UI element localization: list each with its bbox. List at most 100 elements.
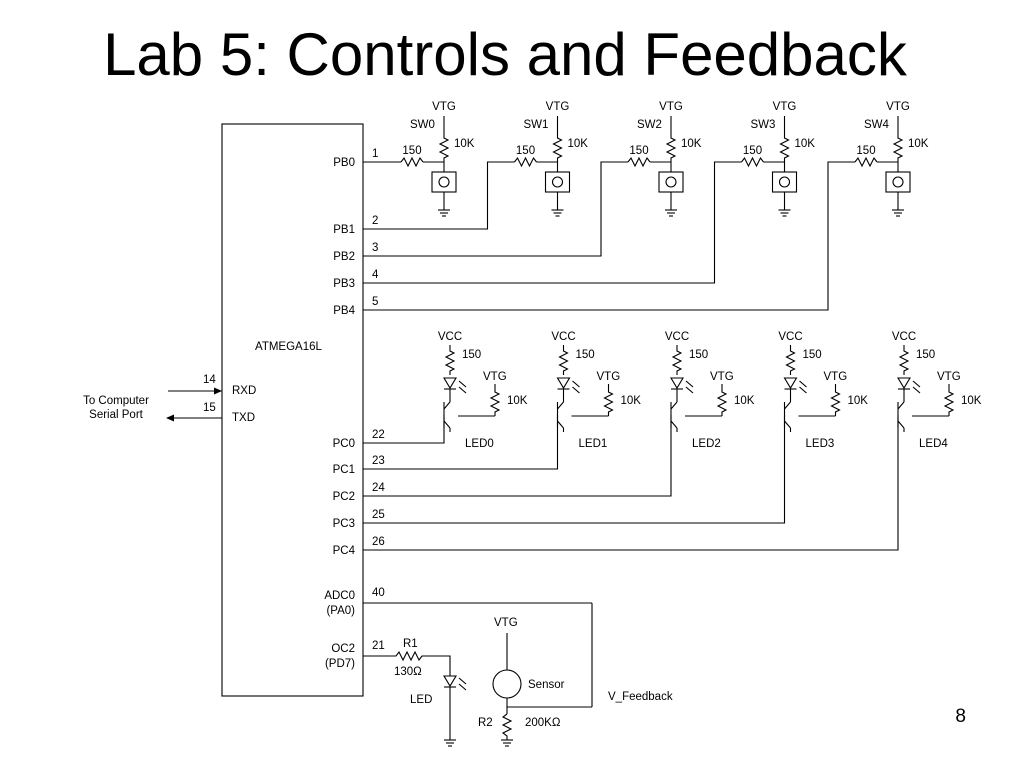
pullup-label: 10K xyxy=(795,138,816,150)
pullup-resistor xyxy=(438,134,450,162)
led-vtg-label: VTG xyxy=(937,371,961,383)
mcu-name: ATMEGA16L xyxy=(255,341,322,353)
led-resistor xyxy=(444,347,456,375)
transistor-emitter xyxy=(443,420,451,429)
led-emission-arrow xyxy=(799,380,807,388)
switch-vtg-label: VTG xyxy=(432,101,456,113)
rxd-number: 14 xyxy=(203,374,216,386)
r2-name: R2 xyxy=(478,717,493,729)
led-to-port-wire xyxy=(363,415,559,470)
base-resistor xyxy=(830,388,841,416)
base-resistor-label: 10K xyxy=(621,395,642,407)
led-vtg-label: VTG xyxy=(597,371,621,383)
switch-name: SW2 xyxy=(637,119,662,131)
series-resistor-label: 150 xyxy=(629,145,648,157)
switch-vtg-label: VTG xyxy=(546,101,570,113)
pullup-resistor xyxy=(665,134,677,162)
series-resistor xyxy=(627,156,651,168)
switch-to-port-wire xyxy=(363,161,855,311)
pullup-resistor xyxy=(552,134,563,162)
led-emission-arrow xyxy=(572,380,580,388)
adc-pin-number: 40 xyxy=(372,587,385,599)
led-emission-arrow xyxy=(572,386,580,394)
r1-value: 130Ω xyxy=(394,666,422,678)
transistor-emitter xyxy=(670,420,678,429)
port-b-pin-label: PB2 xyxy=(333,251,355,263)
feedback-led-label: LED xyxy=(410,694,432,706)
page-number: 8 xyxy=(955,706,966,727)
switch-vtg-label: VTG xyxy=(773,101,797,113)
port-c-pin-label: PC2 xyxy=(333,491,355,503)
port-b-pin-label: PB3 xyxy=(333,278,355,290)
port-c-pin-number: 23 xyxy=(372,455,385,467)
port-c-pin-label: PC1 xyxy=(333,464,355,476)
pushbutton xyxy=(771,171,798,193)
led-resistor-label: 150 xyxy=(462,349,481,361)
base-resistor xyxy=(716,388,728,416)
port-b-pin-number: 3 xyxy=(372,242,378,254)
led-emission-arrow xyxy=(458,380,467,388)
pushbutton xyxy=(885,171,911,193)
port-c-pin-number: 22 xyxy=(372,429,385,441)
transistor-collector xyxy=(897,401,905,410)
port-b-pin-label: PB0 xyxy=(333,157,355,169)
pushbutton-cap xyxy=(665,176,677,188)
transistor-emitter xyxy=(897,420,905,429)
led-vcc-label: VCC xyxy=(438,331,462,343)
port-b-pin-label: PB4 xyxy=(333,305,355,317)
txd-label: TXD xyxy=(232,412,255,424)
led-emission-arrow xyxy=(799,386,807,394)
led-emission-arrow xyxy=(685,380,694,388)
series-resistor-label: 150 xyxy=(856,145,875,157)
pullup-label: 10K xyxy=(568,138,589,150)
led-emission-arrow xyxy=(912,380,921,388)
adc-pin-label: ADC0 xyxy=(324,590,355,602)
led-name: LED4 xyxy=(919,438,948,450)
switch-to-port-wire xyxy=(363,161,515,230)
port-b-pin-number: 2 xyxy=(372,215,378,227)
led-diode xyxy=(556,377,571,390)
base-resistor xyxy=(943,388,955,416)
series-resistor xyxy=(854,156,878,168)
switch-name: SW0 xyxy=(410,119,435,131)
port-b-pin-number: 4 xyxy=(372,269,379,281)
switch-vtg-label: VTG xyxy=(886,101,910,113)
pullup-label: 10K xyxy=(908,138,929,150)
led-emission-arrow xyxy=(458,386,467,394)
led-diode xyxy=(670,377,684,390)
switch-to-port-wire xyxy=(363,161,628,257)
led-resistor-label: 150 xyxy=(803,349,822,361)
r1-name: R1 xyxy=(403,638,418,650)
led-resistor xyxy=(671,347,683,375)
led-diode xyxy=(443,377,457,390)
pullup-resistor xyxy=(892,134,904,162)
transistor-collector xyxy=(443,401,451,410)
port-c-pin-number: 25 xyxy=(372,509,385,521)
base-resistor-label: 10K xyxy=(961,395,982,407)
series-resistor-label: 150 xyxy=(402,145,421,157)
mcu-body xyxy=(221,123,364,697)
transistor-collector xyxy=(670,401,678,410)
slide-title: Lab 5: Controls and Feedback xyxy=(103,21,907,88)
adc-pin-label2: (PA0) xyxy=(326,605,355,617)
led-diode xyxy=(897,377,911,390)
led-to-port-wire xyxy=(363,415,445,444)
pullup-label: 10K xyxy=(454,138,475,150)
led-vtg-label: VTG xyxy=(710,371,734,383)
pullup-label: 10K xyxy=(681,138,702,150)
base-resistor-label: 10K xyxy=(848,395,869,407)
transistor-collector xyxy=(557,401,564,410)
base-resistor xyxy=(603,388,614,416)
led-name: LED0 xyxy=(465,438,494,450)
led-vcc-label: VCC xyxy=(665,331,689,343)
sensor-label: Sensor xyxy=(528,679,565,691)
r2-value: 200KΩ xyxy=(525,717,561,729)
led-to-port-wire xyxy=(363,415,899,551)
pushbutton xyxy=(544,171,571,193)
serial-port: 14 15 RXD TXD To Computer Serial Port xyxy=(83,374,256,424)
dynamic-circuit: PB01PB12PB23PB34PB45PC022PC123PC224PC325… xyxy=(333,101,982,557)
oc-pin-label2: (PD7) xyxy=(325,658,355,670)
v-feedback-label: V_Feedback xyxy=(608,691,673,703)
led-resistor xyxy=(898,347,910,375)
